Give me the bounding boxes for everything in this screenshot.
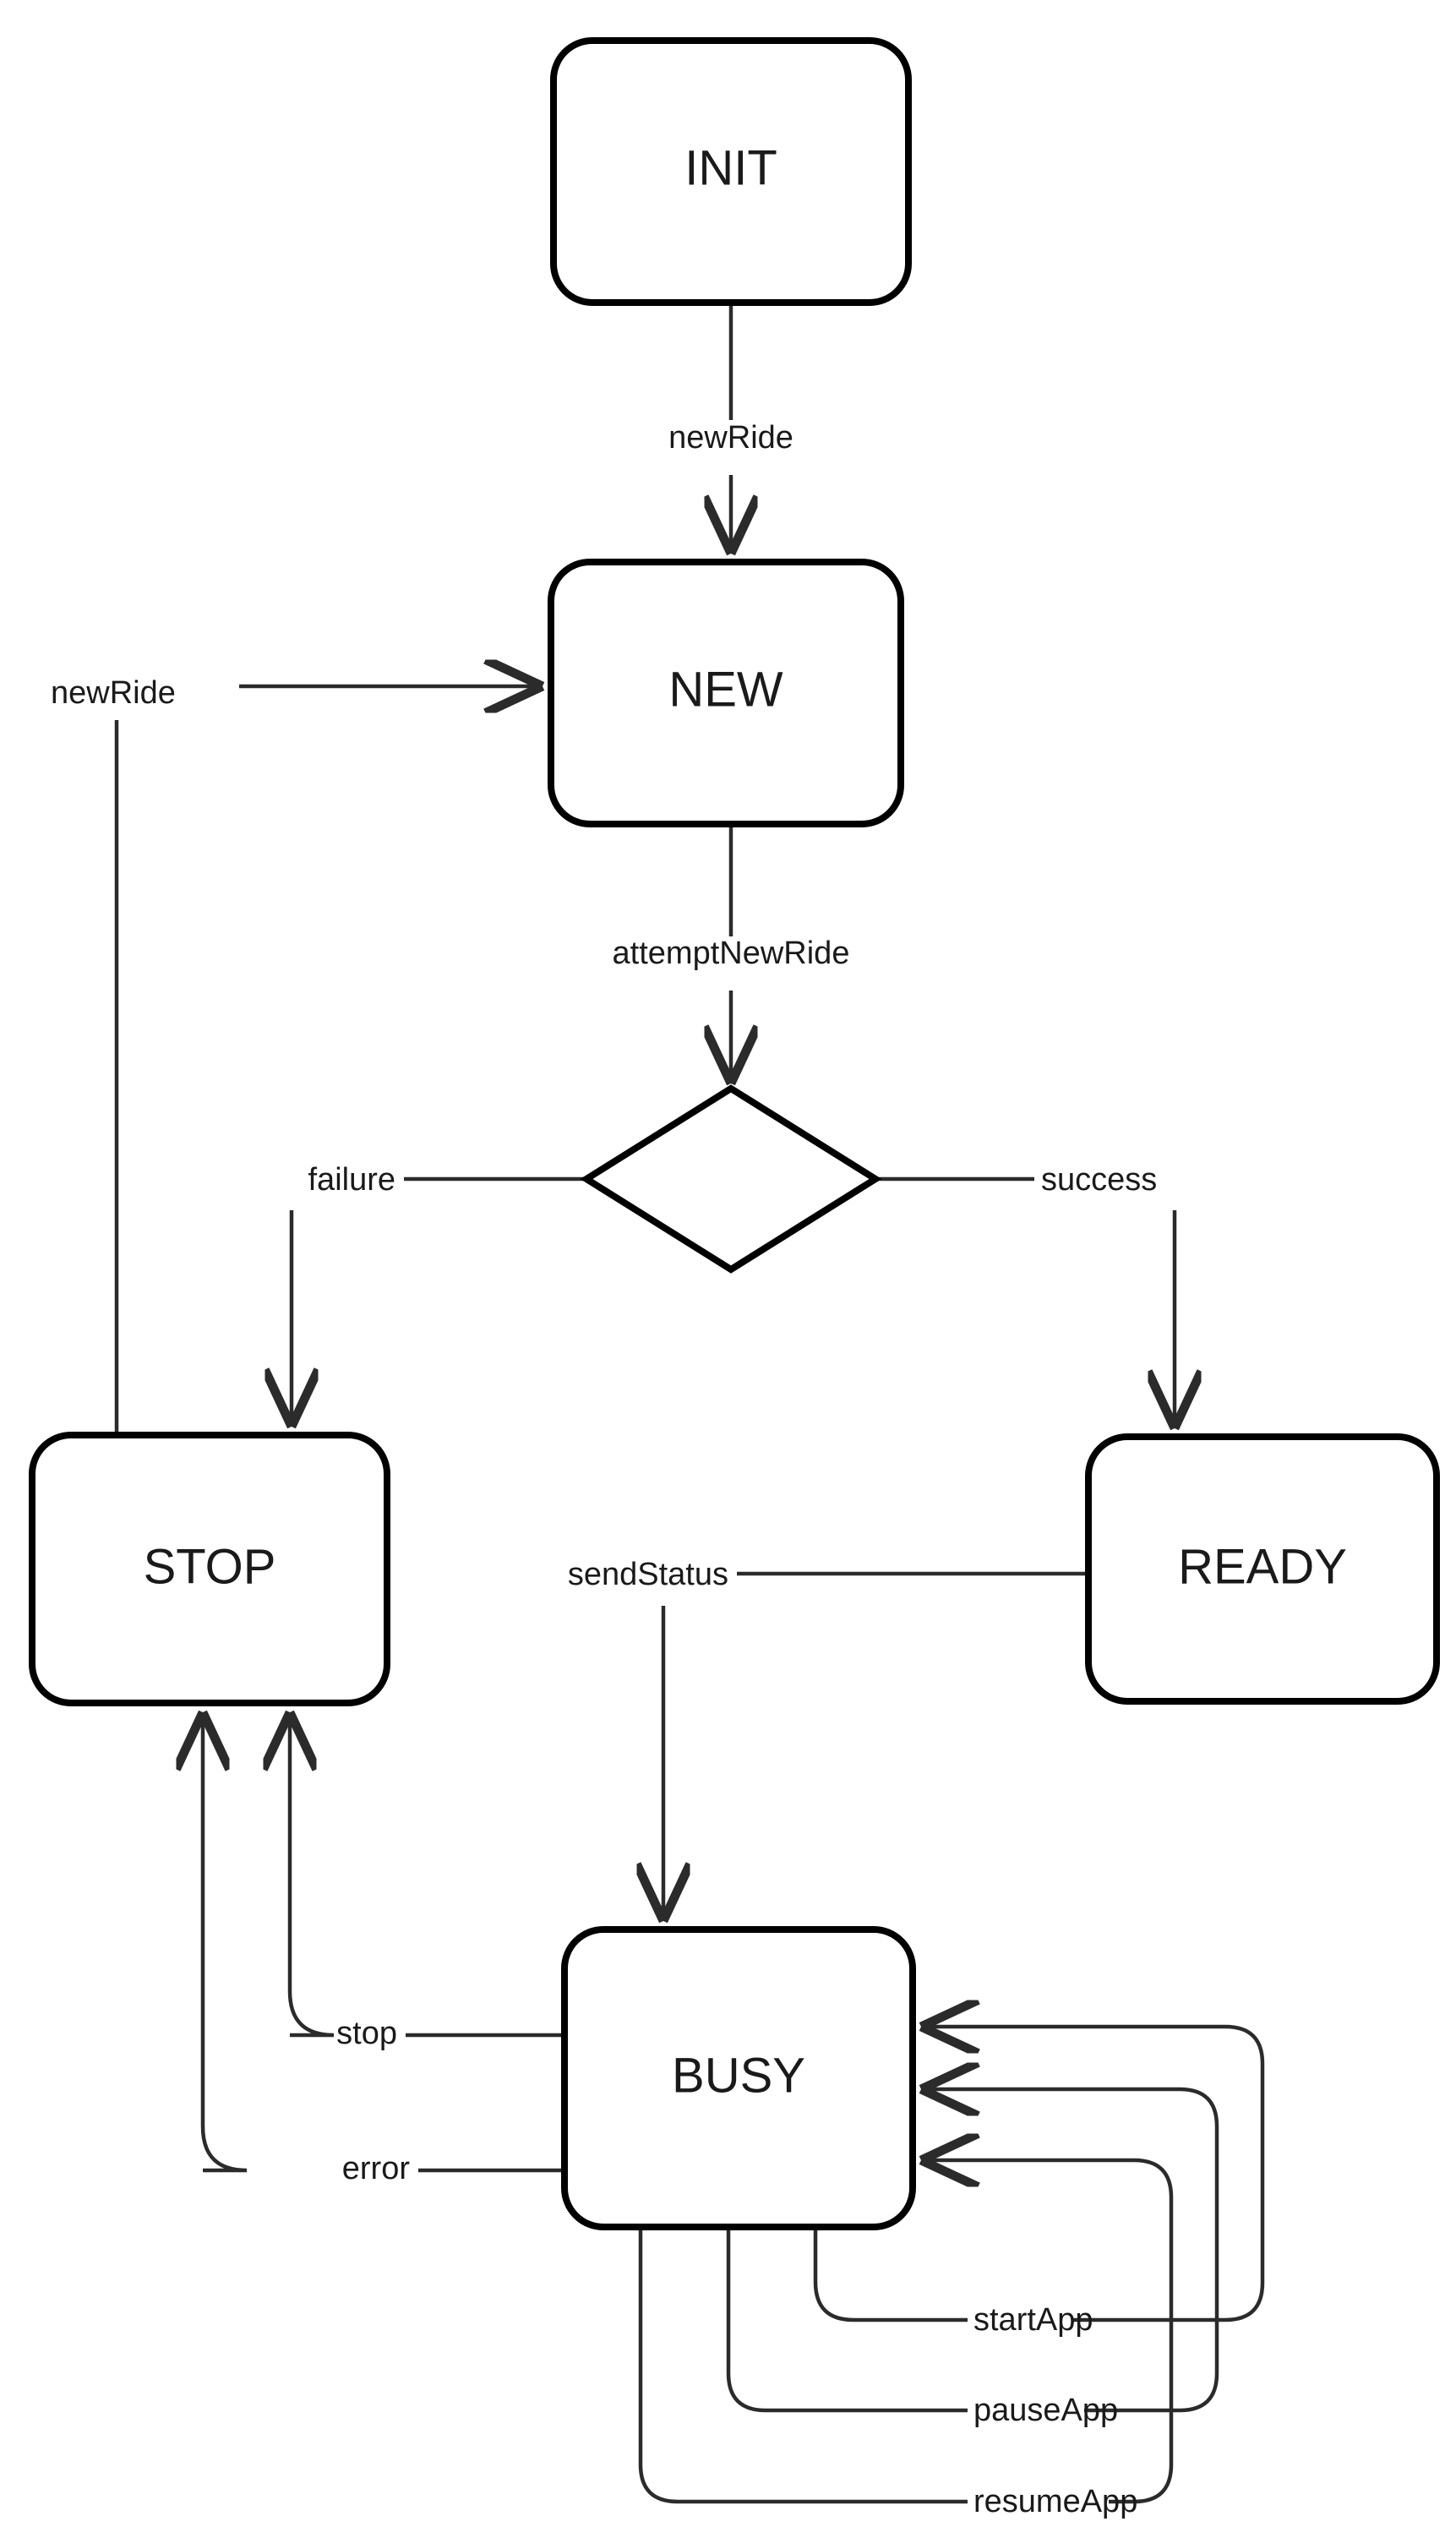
edge-label-busy-self-pauseapp: pauseApp [973,2393,1118,2428]
state-label-busy: BUSY [672,2048,805,2103]
state-box-init[interactable] [550,37,912,306]
edge-segment-elbow-arrow [203,1712,248,2173]
edge-label-stop-to-new: newRide [51,675,176,711]
state-node-busy[interactable]: BUSY [561,1926,916,2230]
transition-stop-to-new: newRide [51,675,543,1435]
transition-new-to-decision: attemptNewRide [613,824,850,1083]
state-box-stop[interactable] [29,1432,390,1706]
transition-busy-self-pauseapp: pauseApp [726,2089,1219,2428]
transition-decision-failure: failure [292,1162,586,1427]
edge-segment-return-arrow [921,2160,1174,2504]
state-node-ready[interactable]: READY [1085,1433,1440,1705]
edge-segment-elbow-arrow [290,1712,335,2038]
transition-ready-to-busy: sendStatus [568,1557,1088,1921]
edge-segment-return-arrow [921,2027,1265,2322]
transition-decision-success: success [875,1162,1175,1428]
state-node-init[interactable]: INIT [550,37,912,306]
edge-label-busy-to-stop: stop [336,2016,397,2051]
edge-label-busy-self-startapp: startApp [973,2302,1093,2338]
transition-busy-self-startapp: startApp [813,2027,1265,2338]
state-label-ready: READY [1178,1539,1347,1594]
state-box-ready[interactable] [1085,1433,1440,1705]
edge-label-busy-to-stop-error: error [342,2151,411,2186]
decision-node-attempt-result[interactable] [580,1084,882,1274]
transition-busy-to-stop-error: error [203,1712,564,2186]
state-box-new[interactable] [548,559,904,827]
edge-label-decision-failure: failure [308,1162,396,1198]
state-label-init: INIT [684,140,777,195]
state-label-new: NEW [668,662,783,717]
state-node-new[interactable]: NEW [548,559,904,827]
edge-segment-return-arrow [921,2089,1219,2413]
edge-label-init-to-new: newRide [668,420,793,456]
state-label-stop: STOP [144,1539,276,1594]
edge-label-new-to-decision: attemptNewRide [613,936,850,971]
edge-label-ready-to-busy: sendStatus [568,1557,728,1592]
state-box-busy[interactable] [561,1926,916,2230]
decision-diamond[interactable] [580,1084,882,1274]
transition-init-to-new: newRide [668,303,793,554]
transition-busy-self-resumeapp: resumeApp [638,2160,1174,2519]
state-node-stop[interactable]: STOP [29,1432,390,1706]
edge-segment-out [813,2227,968,2322]
edge-segment-out [726,2227,968,2413]
edge-segment-out [638,2227,968,2504]
transition-busy-to-stop: stop [290,1712,564,2051]
edge-label-decision-success: success [1041,1162,1157,1198]
edge-label-busy-self-resumeapp: resumeApp [973,2484,1137,2519]
